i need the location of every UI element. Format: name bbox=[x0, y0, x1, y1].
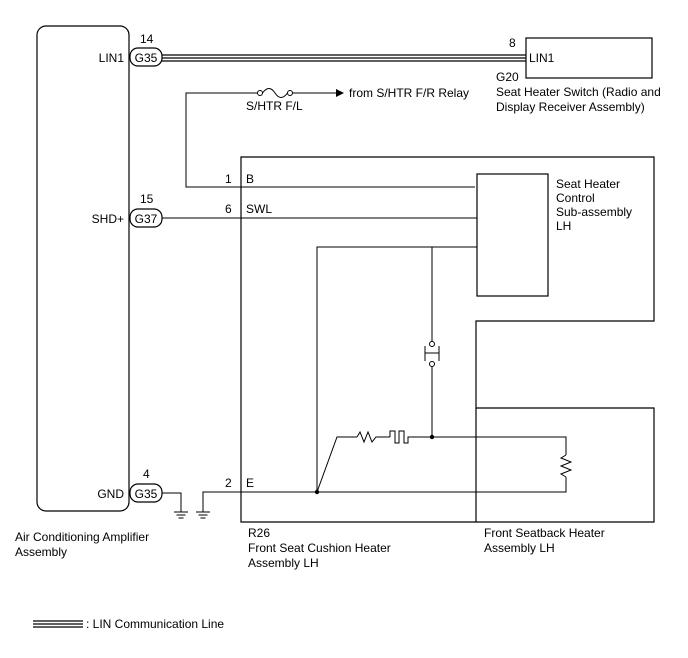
amp-gnd-wire bbox=[162, 492, 182, 512]
lin-line bbox=[161, 54, 526, 62]
fuse-feed-wire bbox=[185, 92, 475, 188]
amp-pin-lin1-number: 14 bbox=[140, 32, 154, 46]
switch-name-line1: Seat Heater Switch (Radio and bbox=[496, 85, 661, 99]
seatback-resistor-icon bbox=[559, 454, 573, 478]
amp-pin-lin1-label: LIN1 bbox=[99, 51, 125, 65]
fuse-source-label: from S/HTR F/R Relay bbox=[349, 86, 469, 100]
control-name-line3: Sub-assembly bbox=[556, 205, 632, 219]
legend-lin-line-icon bbox=[33, 620, 83, 628]
switch-pin-number: 8 bbox=[509, 36, 516, 50]
fuse-symbol bbox=[257, 88, 293, 98]
amp-pin-gnd-connector: G35 bbox=[135, 487, 158, 501]
cushion-heater-element-icon bbox=[389, 430, 567, 455]
switch-name-line2: Display Receiver Assembly) bbox=[496, 100, 645, 114]
cushion-name-line1: Front Seat Cushion Heater bbox=[248, 541, 391, 555]
connector-g35-lin bbox=[129, 47, 163, 67]
relay-arrow-icon bbox=[336, 89, 344, 97]
cushion-pin-b-number: 1 bbox=[225, 172, 232, 186]
amplifier-name-line2: Assembly bbox=[15, 545, 67, 559]
amp-pin-shd-number: 15 bbox=[140, 192, 154, 206]
control-name-line4: LH bbox=[556, 219, 571, 233]
cushion-pin-e-number: 2 bbox=[225, 476, 232, 490]
cushion-pin-e-label: E bbox=[246, 476, 254, 490]
amp-pin-gnd-label: GND bbox=[97, 487, 124, 501]
control-name-line2: Control bbox=[556, 191, 595, 205]
ground-symbol-icon bbox=[196, 511, 210, 519]
fuse-label: S/HTR F/L bbox=[246, 99, 303, 113]
seatback-return-wire bbox=[317, 477, 567, 493]
junction-dot-top bbox=[429, 434, 435, 440]
switch-pin-label: LIN1 bbox=[529, 51, 555, 65]
ground-return-wire bbox=[316, 246, 477, 492]
cushion-connector: R26 bbox=[248, 526, 270, 540]
amplifier-box bbox=[36, 25, 130, 512]
cushion-name-line2: Assembly LH bbox=[248, 556, 319, 570]
switch-box bbox=[525, 37, 653, 79]
cushion-heater-wire bbox=[316, 436, 357, 493]
legend-text: : LIN Communication Line bbox=[86, 617, 224, 631]
switch-connector: G20 bbox=[496, 70, 519, 84]
amp-pin-gnd-number: 4 bbox=[143, 467, 150, 481]
cushion-resistor-icon bbox=[356, 430, 390, 444]
control-box bbox=[476, 173, 549, 297]
seatback-name-line2: Assembly LH bbox=[484, 541, 555, 555]
control-name-line1: Seat Heater bbox=[556, 177, 620, 191]
amp-ground-symbol-icon bbox=[174, 511, 188, 519]
cushion-pin-swl-label: SWL bbox=[246, 202, 272, 216]
amp-pin-lin1-connector: G35 bbox=[135, 51, 158, 65]
cushion-pin-swl-number: 6 bbox=[225, 202, 232, 216]
cushion-pin-b-label: B bbox=[246, 172, 254, 186]
amp-pin-shd-connector: G37 bbox=[135, 212, 158, 226]
seatback-name-line1: Front Seatback Heater bbox=[484, 526, 605, 540]
amplifier-name-line1: Air Conditioning Amplifier bbox=[15, 530, 149, 544]
amp-pin-shd-label: SHD+ bbox=[92, 212, 124, 226]
thermostat-switch-icon bbox=[424, 341, 440, 367]
ground-e-wire bbox=[202, 491, 317, 512]
